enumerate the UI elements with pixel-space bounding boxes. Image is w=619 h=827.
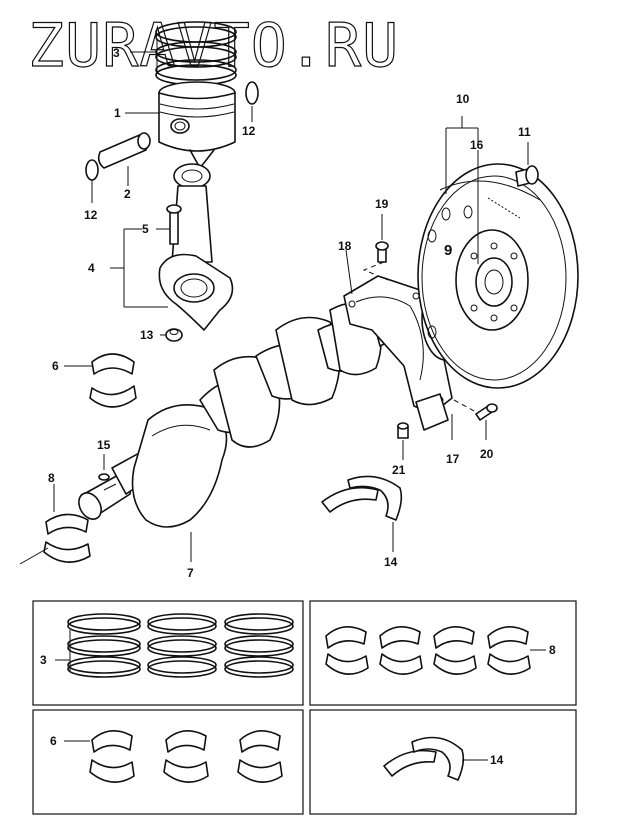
label-12-left: 12 <box>84 208 98 222</box>
circlip-left <box>85 159 99 181</box>
label-9-marker: 9 <box>444 242 452 259</box>
label-14-thrust: 14 <box>384 555 398 569</box>
label-2-pin: 2 <box>124 187 131 201</box>
label-12-right: 12 <box>242 124 256 138</box>
set-label-3: 3 <box>40 653 47 667</box>
rod-bearing-set <box>89 730 283 783</box>
flywheel <box>417 163 579 389</box>
piston-rings <box>155 21 237 86</box>
label-19-bolt: 19 <box>375 197 389 211</box>
label-20-bolt: 20 <box>480 447 494 461</box>
set-label-14: 14 <box>490 753 504 767</box>
label-17-housing: 17 <box>446 452 460 466</box>
woodruff-key <box>98 473 110 481</box>
label-5-bolt: 5 <box>142 222 149 236</box>
main-bearing-set <box>325 626 531 675</box>
label-7-crankshaft: 7 <box>187 566 194 580</box>
flywheel-bolt <box>515 165 539 187</box>
label-1-piston: 1 <box>114 106 121 120</box>
thrust-washers <box>321 475 403 521</box>
rod-bolt <box>166 204 182 245</box>
label-8-main-bearing: 8 <box>48 471 55 485</box>
set-box-thrust <box>309 709 577 815</box>
set-box-rings <box>32 600 304 706</box>
housing-bolt-19 <box>375 241 389 263</box>
set-label-8: 8 <box>549 643 556 657</box>
label-16-pilot: 16 <box>470 138 484 152</box>
rod-nut <box>165 328 183 342</box>
ring-set-1 <box>67 613 141 678</box>
piston <box>158 81 236 169</box>
set-label-6: 6 <box>50 734 57 748</box>
label-13-nut: 13 <box>140 328 154 342</box>
connecting-rod <box>158 163 234 331</box>
dowel-pin <box>397 422 409 439</box>
housing-bolt-20 <box>475 403 498 421</box>
piston-pin <box>97 132 151 169</box>
label-4-rod: 4 <box>88 261 95 275</box>
label-6-rod-bearing: 6 <box>52 359 59 373</box>
rod-bearing-shells <box>89 353 137 408</box>
ring-set-3 <box>224 613 294 678</box>
set-box-main-bearings <box>309 600 577 706</box>
main-bearing-shells <box>19 513 91 565</box>
circlip-right <box>245 81 259 105</box>
set-box-rod-bearings <box>32 709 304 815</box>
crankshaft <box>78 297 423 528</box>
label-18-gasket: 18 <box>338 239 352 253</box>
ring-set-2 <box>147 613 217 678</box>
label-11-bolt: 11 <box>518 125 531 139</box>
label-15-key: 15 <box>97 438 111 452</box>
label-21-dowel: 21 <box>392 463 406 477</box>
thrust-washer-set <box>383 736 465 781</box>
label-10-flywheel: 10 <box>456 92 470 106</box>
label-3-rings: 3 <box>113 46 120 60</box>
